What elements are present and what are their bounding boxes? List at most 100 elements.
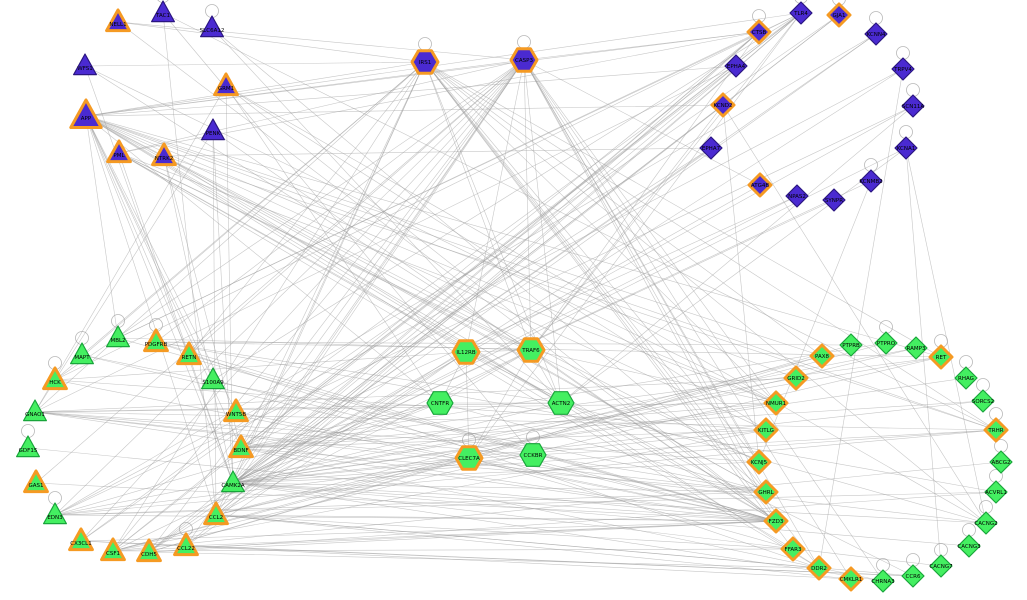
- node-ptpro[interactable]: [874, 331, 898, 355]
- node-pax8[interactable]: [809, 343, 835, 369]
- node-nell1[interactable]: [105, 8, 131, 33]
- edge-tlr4-cx3cl1: [80, 12, 802, 542]
- edge-traf6-csf1: [112, 349, 532, 552]
- node-wnt5b[interactable]: [223, 398, 249, 423]
- node-s100a9[interactable]: [201, 367, 225, 390]
- node-hck[interactable]: [42, 366, 68, 391]
- node-cntfr[interactable]: [426, 391, 454, 415]
- node-cx3cl1[interactable]: [68, 527, 94, 552]
- node-cacng2[interactable]: [974, 511, 998, 535]
- node-ret[interactable]: [928, 344, 954, 370]
- node-npas2[interactable]: [785, 184, 809, 208]
- edge-grm1-gnao1: [34, 85, 227, 413]
- edge-npas2-bdnf: [240, 195, 798, 449]
- edge-cacng2-gnao1: [34, 411, 987, 524]
- node-gnao1[interactable]: [23, 399, 48, 422]
- edge-penk-gnao1: [34, 130, 214, 413]
- node-traf6[interactable]: [516, 337, 546, 363]
- node-ghrl[interactable]: [753, 479, 779, 505]
- edge-actn2-gnao1: [34, 402, 562, 413]
- node-epha7[interactable]: [699, 136, 723, 160]
- node-cckbr[interactable]: [519, 443, 547, 467]
- node-acvrl1[interactable]: [984, 480, 1008, 504]
- edge-fzd3-gdf15: [27, 447, 777, 522]
- node-wfs1[interactable]: [72, 53, 98, 76]
- edge-ntrk2-actn2: [163, 155, 562, 404]
- edge-ramp3-edn3: [54, 347, 917, 516]
- node-synpr[interactable]: [822, 188, 846, 212]
- node-irs1[interactable]: [410, 49, 440, 75]
- node-grm1[interactable]: [213, 72, 239, 97]
- node-casp3[interactable]: [509, 47, 539, 73]
- node-atg4b[interactable]: [747, 172, 773, 198]
- node-camk2a[interactable]: [221, 470, 245, 493]
- edge-casp3-ctsb: [523, 31, 760, 61]
- node-bdnf[interactable]: [228, 434, 254, 459]
- node-pml[interactable]: [106, 139, 132, 164]
- node-ccl22[interactable]: [173, 532, 199, 557]
- node-il12rb[interactable]: [451, 339, 481, 365]
- node-retn[interactable]: [176, 341, 202, 366]
- node-kcnj5[interactable]: [746, 449, 772, 475]
- node-app[interactable]: [69, 98, 103, 130]
- edge-casp3-gas1: [35, 59, 525, 484]
- edge-gja1-camk2a: [232, 14, 840, 484]
- node-ffar3[interactable]: [780, 536, 806, 562]
- edge-kitlg-hck: [54, 379, 767, 431]
- node-trhr[interactable]: [983, 417, 1009, 443]
- node-actn2[interactable]: [547, 391, 575, 415]
- node-epha4[interactable]: [724, 54, 748, 78]
- node-mbl2[interactable]: [105, 325, 130, 348]
- node-nmur1[interactable]: [763, 390, 789, 416]
- node-grid2[interactable]: [783, 365, 809, 391]
- node-ccl2[interactable]: [203, 501, 229, 526]
- node-trpv4[interactable]: [891, 57, 915, 81]
- edge-app-pax8: [85, 115, 823, 357]
- edge-chrna3-camk2a: [232, 482, 884, 582]
- node-abcg2[interactable]: [989, 450, 1013, 474]
- node-gas1[interactable]: [23, 469, 49, 494]
- node-kcnn4[interactable]: [864, 22, 888, 46]
- edges-layer: [27, 12, 1002, 582]
- nodes-layer: [16, 0, 1013, 593]
- node-ptprb[interactable]: [839, 333, 863, 357]
- node-gdf15[interactable]: [16, 435, 41, 458]
- node-ccr6[interactable]: [901, 564, 925, 588]
- node-cacng3[interactable]: [957, 534, 981, 558]
- node-penk[interactable]: [201, 118, 225, 141]
- node-kcnmb2[interactable]: [859, 169, 883, 193]
- node-sorcs2[interactable]: [971, 389, 995, 413]
- node-slc6a12[interactable]: [200, 15, 224, 38]
- node-ntrk2[interactable]: [151, 142, 177, 167]
- edge-tac1-trhr: [162, 12, 997, 431]
- node-csf1[interactable]: [100, 537, 126, 562]
- node-clec7a[interactable]: [454, 445, 484, 471]
- node-scn11a[interactable]: [901, 94, 925, 118]
- node-kcna1[interactable]: [894, 136, 918, 160]
- node-ddr2[interactable]: [806, 555, 832, 581]
- node-ramp3[interactable]: [904, 336, 928, 360]
- node-cacng7[interactable]: [929, 554, 953, 578]
- node-cmklr1[interactable]: [838, 566, 864, 592]
- node-gja1[interactable]: [826, 2, 852, 28]
- self-loop-irs1: [418, 37, 432, 51]
- node-fzd3[interactable]: [763, 508, 789, 534]
- node-tac1[interactable]: [151, 0, 175, 23]
- edge-pml-actn2: [118, 152, 562, 404]
- node-kitlg[interactable]: [753, 417, 779, 443]
- node-rhag[interactable]: [954, 366, 978, 390]
- edge-irs1-ddr2: [424, 61, 820, 569]
- node-chrna3[interactable]: [871, 569, 895, 593]
- node-kcnd2[interactable]: [710, 92, 736, 118]
- node-cdh5[interactable]: [136, 538, 162, 563]
- node-mapt[interactable]: [69, 342, 95, 365]
- edge-epha7-camk2a: [232, 147, 712, 484]
- edge-sorcs2-camk2a: [232, 400, 984, 484]
- node-ctsb[interactable]: [746, 19, 772, 45]
- edge-cntfr-ghrl: [439, 402, 767, 493]
- node-tlr4[interactable]: [789, 1, 813, 25]
- node-edn3[interactable]: [42, 502, 68, 525]
- node-pdgfrb[interactable]: [143, 328, 169, 353]
